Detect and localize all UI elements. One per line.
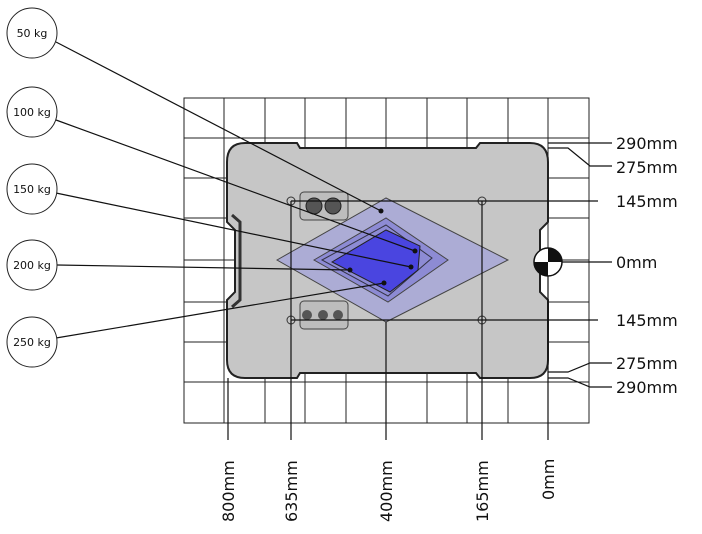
- dimension-label: 275mm: [616, 158, 678, 177]
- load-zone-mid: [320, 224, 433, 297]
- dimension-label: 0mm: [616, 253, 657, 272]
- dimension-label: 275mm: [616, 354, 678, 373]
- dimension-label: 290mm: [616, 134, 678, 153]
- load-callout-200: 200 kg: [6, 239, 58, 291]
- dimension-label: 0mm: [539, 459, 558, 500]
- connector-panel-top: [299, 191, 349, 221]
- load-label: 200 kg: [13, 259, 51, 272]
- dimension-label: 290mm: [616, 378, 678, 397]
- dimension-label: 145mm: [616, 192, 678, 211]
- center-of-gravity-icon: [533, 247, 563, 277]
- load-label: 50 kg: [17, 27, 48, 40]
- dimension-label: 145mm: [616, 311, 678, 330]
- dimension-lines: [227, 142, 612, 440]
- load-label: 100 kg: [13, 106, 51, 119]
- dimension-label: 165mm: [473, 460, 492, 522]
- load-callout-50: 50 kg: [6, 7, 58, 59]
- dimension-label: 400mm: [377, 460, 396, 522]
- load-callout-250: 250 kg: [6, 316, 58, 368]
- load-callout-150: 150 kg: [6, 163, 58, 215]
- load-label: 250 kg: [13, 336, 51, 349]
- dimension-label: 800mm: [219, 460, 238, 522]
- load-points: [347, 208, 418, 286]
- load-label: 150 kg: [13, 183, 51, 196]
- connector-panel-bottom: [299, 300, 349, 330]
- load-zone-core: [330, 229, 421, 293]
- dimension-label: 635mm: [282, 460, 301, 522]
- leader-lines: [55, 41, 416, 339]
- load-callout-100: 100 kg: [6, 86, 58, 138]
